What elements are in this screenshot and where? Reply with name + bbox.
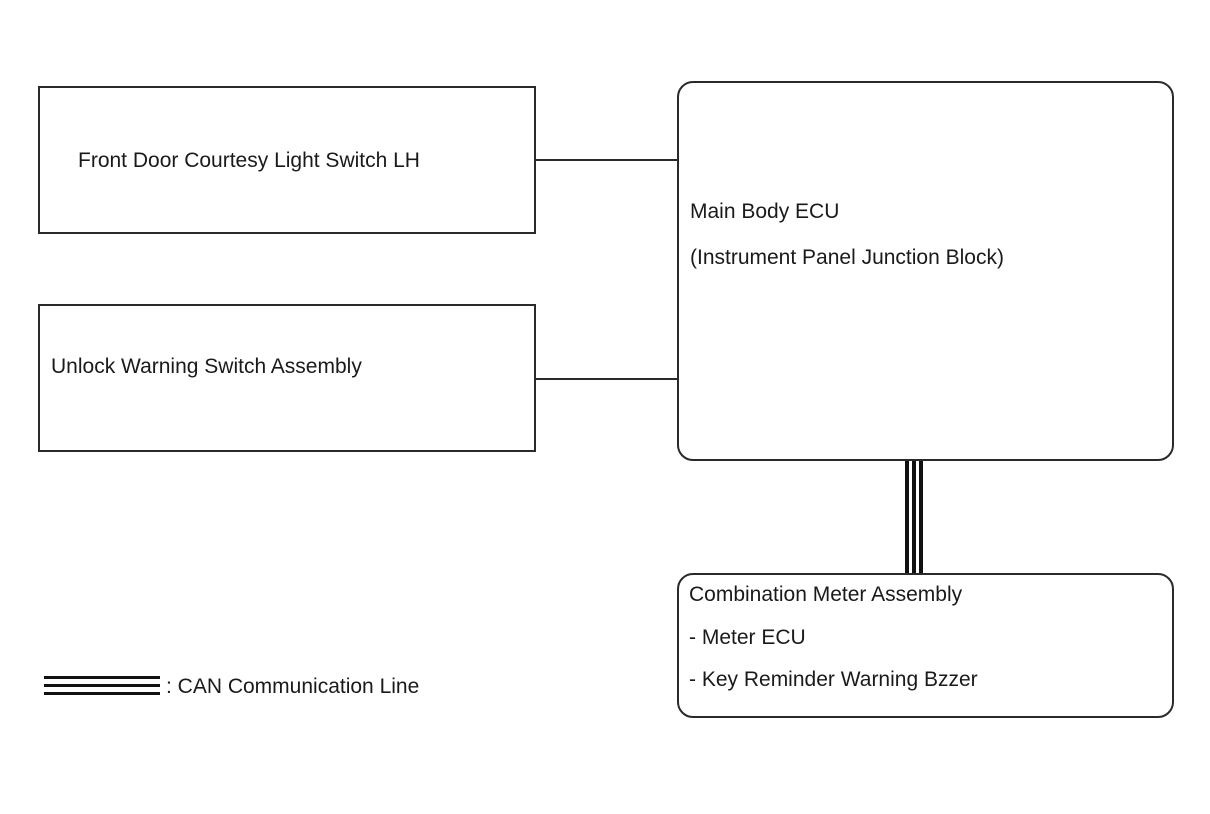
legend-can-line-stroke-2	[44, 684, 160, 687]
unlock-warning-switch-label: Unlock Warning Switch Assembly	[51, 355, 362, 378]
combination-meter-item-buzzer: - Key Reminder Warning Bzzer	[689, 668, 978, 691]
unlock-warning-switch-box	[38, 304, 536, 452]
legend-can-line-symbol	[44, 676, 160, 697]
combination-meter-label: Combination Meter Assembly	[689, 583, 963, 606]
main-body-ecu-box	[677, 81, 1174, 461]
legend-can-line-stroke-1	[44, 676, 160, 679]
legend-can-line-label: : CAN Communication Line	[166, 675, 420, 698]
unlock-warning-switch-wire	[536, 378, 677, 380]
combination-meter-item-meter-ecu: - Meter ECU	[689, 626, 806, 649]
main-body-ecu-label: Main Body ECU	[690, 200, 840, 223]
can-line-right	[919, 461, 923, 573]
front-door-switch-wire	[536, 159, 677, 161]
front-door-courtesy-light-switch-label: Front Door Courtesy Light Switch LH	[78, 149, 420, 172]
front-door-courtesy-light-switch-box	[38, 86, 536, 234]
legend-can-line-stroke-3	[44, 692, 160, 695]
can-line-center	[912, 461, 916, 573]
main-body-ecu-sublabel: (Instrument Panel Junction Block)	[690, 246, 1004, 269]
can-line-left	[905, 461, 909, 573]
combination-meter-box	[677, 573, 1174, 718]
